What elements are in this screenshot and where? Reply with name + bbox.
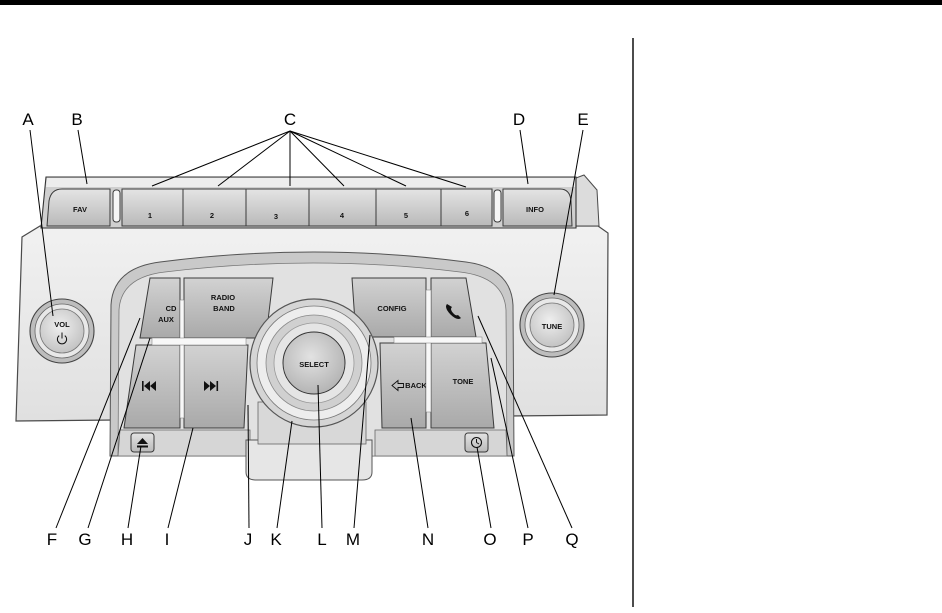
right-cluster-divider-vertical [426, 290, 431, 412]
clock-button [465, 433, 488, 452]
seek-forward-button [184, 345, 248, 428]
preset-button-2 [183, 189, 246, 226]
callout-e: E [577, 110, 588, 129]
callout-q: Q [565, 530, 578, 549]
callout-b: B [71, 110, 82, 129]
callout-h: H [121, 530, 133, 549]
callout-k: K [270, 530, 282, 549]
leader-line-d [520, 130, 528, 184]
preset-button-1 [122, 189, 183, 226]
callout-i: I [165, 530, 170, 549]
top-rule [0, 0, 942, 5]
leader-line-b [78, 130, 87, 184]
preset-button-4 [309, 189, 376, 226]
preset-button-1-label: 1 [148, 211, 152, 220]
tune-knob-label: TUNE [542, 322, 562, 331]
preset-button-2-label: 2 [210, 211, 214, 220]
select-label: SELECT [299, 360, 329, 369]
tone-label: TONE [453, 377, 474, 386]
callout-n: N [422, 530, 434, 549]
info-button-label: INFO [526, 205, 544, 214]
preset-button-5-label: 5 [404, 211, 408, 220]
vol-knob-cap [40, 309, 84, 353]
center-chin [246, 440, 372, 480]
callout-m: M [346, 530, 360, 549]
callout-letters-top: A B C D E [22, 110, 588, 129]
callout-j: J [244, 530, 253, 549]
left-cluster-divider-vertical [180, 300, 184, 418]
callout-o: O [483, 530, 496, 549]
tune-knob: TUNE [520, 293, 584, 357]
callout-f: F [47, 530, 57, 549]
faceplate-corner-bezel [576, 175, 599, 226]
callout-letters-bottom: F G H I J K L M N O P Q [47, 530, 579, 549]
preset-button-3-label: 3 [274, 212, 278, 221]
config-label: CONFIG [377, 304, 406, 313]
preset-button-6-label: 6 [465, 209, 469, 218]
band-label: BAND [213, 304, 235, 313]
left-cluster-divider-horizontal [152, 338, 246, 345]
callout-p: P [522, 530, 533, 549]
preset-strip-highlight [46, 178, 575, 187]
preset-button-5 [376, 189, 441, 226]
callout-d: D [513, 110, 525, 129]
leader-line-o [477, 447, 491, 528]
preset-button-6 [441, 189, 492, 226]
radio-label: RADIO [211, 293, 235, 302]
right-cluster-divider-horizontal [394, 337, 482, 343]
vol-knob-label: VOL [54, 320, 70, 329]
fav-button-label: FAV [73, 205, 87, 214]
callout-c: C [284, 110, 296, 129]
leader-line-h [128, 446, 141, 528]
preset-slot-left [113, 190, 120, 222]
cd-label: CD [166, 304, 177, 313]
back-label: BACK [405, 381, 427, 390]
vol-knob: VOL [30, 299, 94, 363]
eject-button [131, 433, 154, 452]
callout-l: L [317, 530, 326, 549]
aux-label: AUX [158, 315, 174, 324]
preset-slot-right [494, 190, 501, 222]
center-select-knob: SELECT [250, 299, 378, 427]
callout-g: G [78, 530, 91, 549]
callout-a: A [22, 110, 34, 129]
preset-strip: FAV 1 2 3 4 5 6 INFO [41, 177, 576, 228]
